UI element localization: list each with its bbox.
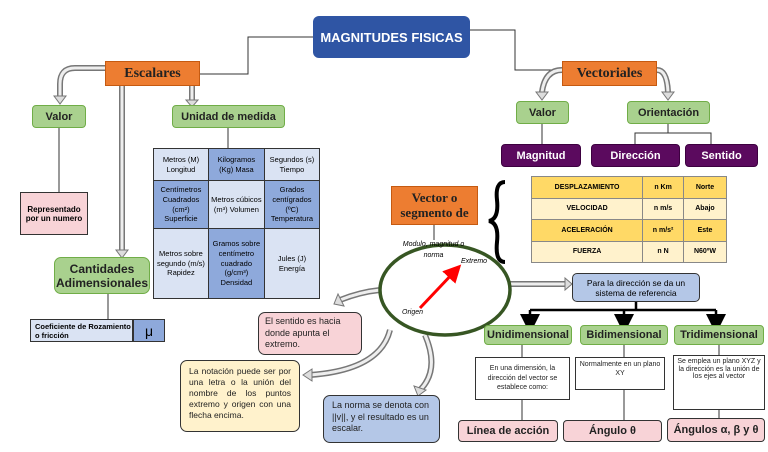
angulo-box: Ángulo θ (563, 420, 662, 442)
example-cell: n Km (642, 176, 684, 199)
unit-cell: Centímetros Cuadrados (cm²) Superficie (153, 180, 209, 229)
tridimensional-box: Tridimensional (674, 325, 764, 345)
example-cell: FUERZA (530, 240, 644, 263)
unidad-medida-box: Unidad de medida (172, 105, 285, 128)
unidimensional-desc: En una dimensión, la dirección del vecto… (475, 357, 570, 400)
unit-cell: Grados centígrados (ºC) Temperatura (263, 180, 321, 229)
valor-desc-box: Representado por un numero (20, 192, 88, 235)
unit-cell: Kilogramos (Kg) Masa (207, 148, 265, 181)
example-cell: Norte (682, 176, 728, 199)
escalares-box: Escalares (105, 61, 200, 86)
line-title-vectoriales (470, 29, 562, 71)
unit-cell: Metros cúbicos (m³) Volumen (207, 180, 265, 229)
tridimensional-desc: Se emplea un plano XYZ y la dirección es… (673, 355, 765, 410)
bidimensional-desc: Normalmente en un plano XY (575, 357, 665, 390)
notacion-note: La notación puede ser por una letra o la… (180, 360, 300, 432)
example-cell: VELOCIDAD (530, 197, 644, 220)
unit-cell: Jules (J) Energía (263, 228, 321, 299)
sentido-box: Sentido (685, 144, 758, 167)
unit-cell: Segundos (s) Tiempo (263, 148, 321, 181)
example-cell: Abajo (682, 197, 728, 220)
bidimensional-box: Bidimensional (580, 325, 668, 345)
line-title-escalares (200, 36, 313, 75)
direccion-box: Dirección (591, 144, 680, 167)
curly-brace (488, 180, 506, 264)
vector-ellipse (378, 243, 512, 337)
example-cell: n N (642, 240, 684, 263)
vector-valor-box: Valor (516, 101, 569, 124)
unit-cell: Gramos sobre centímetro cuadrado (g/cm³)… (207, 228, 265, 299)
extremo-label: Extremo (461, 258, 488, 265)
unit-cell: Metros (M) Longitud (153, 148, 209, 181)
example-cell: Este (682, 219, 728, 242)
magnitud-box: Magnitud (501, 144, 581, 167)
coeficiente-box: Coeficiente de Rozamiento o fricción (30, 319, 133, 342)
vectoriales-box: Vectoriales (562, 61, 657, 86)
example-cell: ACELERACIÓN (530, 219, 644, 242)
angulos-box: Ángulos α, β y θ (667, 418, 765, 442)
vector-segmento-box: Vector o segmento de (391, 186, 478, 225)
vector-arrow (418, 264, 462, 310)
origen-label: Origen (402, 309, 424, 316)
escalar-valor-box: Valor (32, 105, 86, 128)
linea-accion-box: Línea de acción (458, 420, 558, 442)
orientacion-box: Orientación (627, 101, 710, 124)
example-cell: N60ºW (682, 240, 728, 263)
modulo-label: Modulo, magnitud o norma (402, 241, 465, 259)
title-box: MAGNITUDES FISICAS (313, 16, 470, 58)
example-cell: DESPLAZAMIENTO (530, 176, 644, 199)
sistema-referencia-box: Para la dirección se da un sistema de re… (572, 273, 700, 302)
mu-box: μ (133, 319, 165, 342)
sentido-note: El sentido es hacia donde apunta el extr… (258, 312, 362, 355)
unidimensional-box: Unidimensional (484, 325, 572, 345)
norma-note: La norma se denota con ||v||, y el resul… (323, 395, 440, 443)
example-cell: n m/s² (642, 219, 684, 242)
unit-cell: Metros sobre segundo (m/s) Rapidez (153, 228, 209, 299)
example-cell: n m/s (642, 197, 684, 220)
adimensionales-box: Cantidades Adimensionales (54, 257, 150, 294)
